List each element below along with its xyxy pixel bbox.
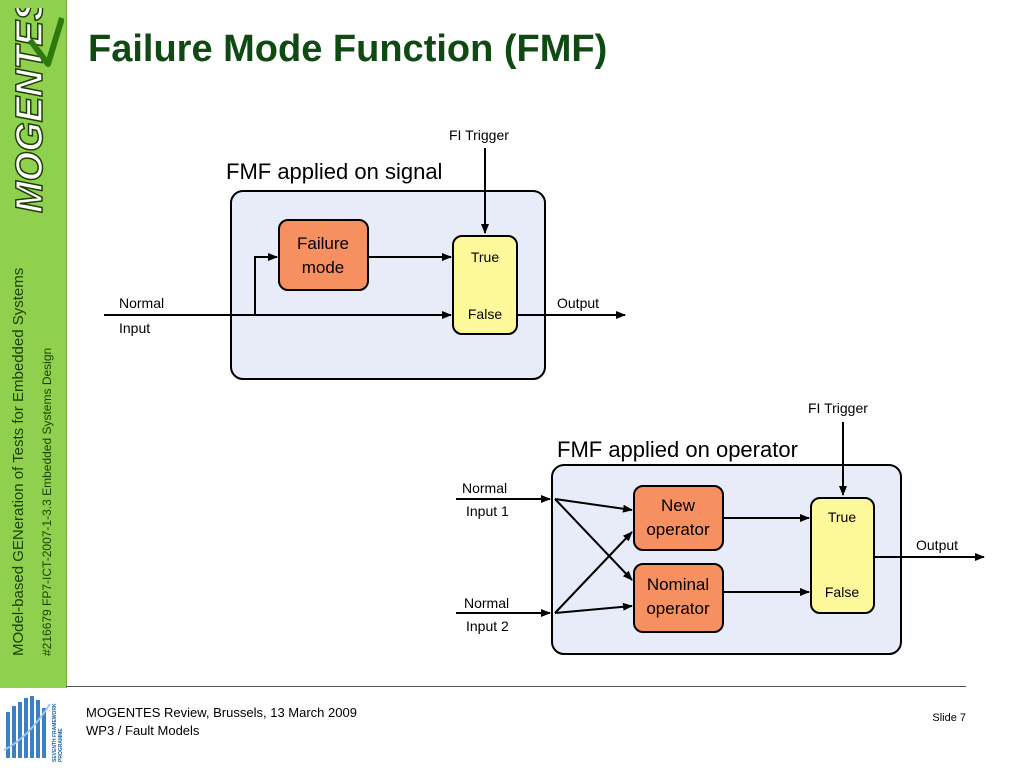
operator-output-label: Output — [916, 537, 958, 553]
nominal-operator-box — [633, 563, 724, 633]
signal-switch-box — [452, 235, 518, 335]
new-operator-label-2: operator — [646, 520, 710, 539]
failure-mode-label-1: Failure — [297, 234, 349, 253]
operator-caption: FMF applied on operator — [557, 437, 798, 462]
input2-label-1: Normal — [464, 595, 509, 611]
input2-to-new — [554, 531, 633, 614]
signal-switch-true: True — [471, 249, 499, 265]
footer-line2: WP3 / Fault Models — [86, 723, 200, 738]
signal-switch-false: False — [468, 306, 502, 322]
input1-label-1: Normal — [462, 480, 507, 496]
signal-output-label: Output — [557, 295, 599, 311]
input2-to-nominal — [554, 602, 633, 614]
nominal-operator-label-2: operator — [646, 599, 710, 618]
page-title: Failure Mode Function (FMF) — [88, 28, 608, 70]
logo-check-icon — [27, 17, 64, 67]
signal-input-label-2: Input — [119, 320, 150, 336]
sidebar: MOGENTES MOdel-based GENeration of Tests… — [0, 0, 67, 688]
operator-switch-false: False — [825, 584, 859, 600]
diagram-operator: FMF applied on operator FI Trigger New o… — [456, 400, 985, 655]
mogentes-logo: MOGENTES — [8, 8, 64, 214]
operator-switch-box — [810, 497, 875, 614]
footer-text: MOGENTES Review, Brussels, 13 March 2009… — [86, 704, 357, 740]
signal-input-label-1: Normal — [119, 295, 164, 311]
signal-caption: FMF applied on signal — [226, 159, 442, 184]
fp7-swoosh-icon — [3, 703, 51, 751]
diagram-signal: FMF applied on signal FI Trigger Failure… — [104, 127, 626, 380]
eu-fp7-logo — [3, 696, 51, 758]
fp7-program-text: SEVENTH FRAMEWORK PROGRAMME — [52, 703, 64, 762]
input1-to-new — [554, 498, 633, 513]
input1-to-nominal — [554, 498, 633, 581]
failure-mode-box — [278, 219, 369, 291]
operator-switch-true: True — [828, 509, 856, 525]
new-operator-label-1: New — [661, 496, 696, 515]
failure-mode-label-2: mode — [302, 258, 345, 277]
fp7-bars-icon — [6, 696, 46, 758]
footer-line1: MOGENTES Review, Brussels, 13 March 2009 — [86, 705, 357, 720]
signal-trigger-label: FI Trigger — [449, 127, 509, 143]
input1-label-2: Input 1 — [466, 503, 509, 519]
fp7-text-line2: PROGRAMME — [58, 728, 64, 762]
signal-branch-arrow — [254, 253, 278, 315]
input2-label-2: Input 2 — [466, 618, 509, 634]
nominal-operator-label-1: Nominal — [647, 575, 709, 594]
operator-trigger-label: FI Trigger — [808, 400, 868, 416]
slide-number: Slide 7 — [932, 712, 966, 724]
footer-divider — [66, 686, 966, 687]
